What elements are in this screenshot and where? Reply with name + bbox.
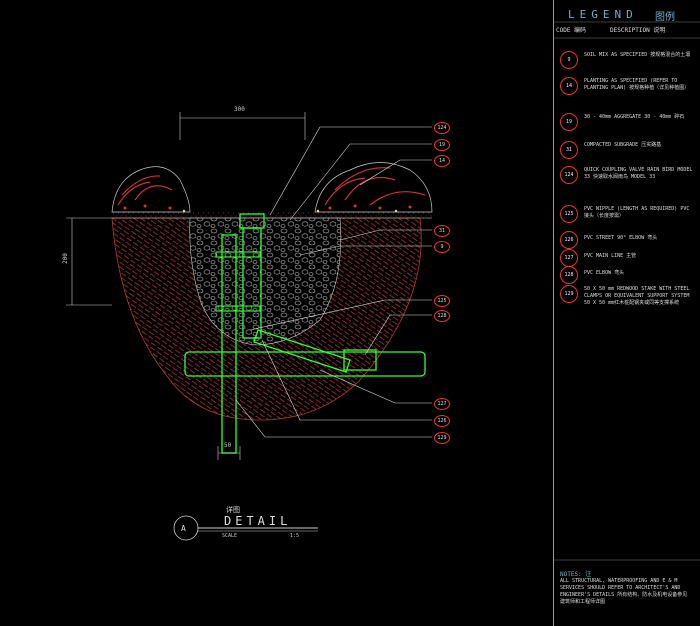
legend-title: LEGEND bbox=[568, 8, 638, 21]
callout-tag: 9 bbox=[434, 241, 450, 253]
legend-code: 9 bbox=[560, 51, 578, 69]
legend-text: 30 - 40mm AGGREGATE 30 - 40mm 碎石 bbox=[584, 114, 685, 120]
legend-code: 31 bbox=[560, 141, 578, 159]
callout-tag: 125 bbox=[434, 295, 450, 307]
legend-text: COMPACTED SUBGRADE 压实路基 bbox=[584, 142, 662, 148]
legend-text: PVC STREET 90° ELBOW 弯头 bbox=[584, 235, 658, 241]
scale-value: 1:5 bbox=[290, 533, 300, 539]
callout-tag: 126 bbox=[434, 415, 450, 427]
legend-text: PVC NIPPLE (LENGTH AS REQUIRED) PVC 接头（长… bbox=[584, 206, 690, 219]
pvc-nipple bbox=[253, 329, 351, 373]
legend-code: 125 bbox=[560, 205, 578, 223]
legend-title-cn: 图例 bbox=[655, 12, 675, 23]
legend-code: 124 bbox=[560, 166, 578, 184]
legend-text: SOIL MIX AS SPECIFIED 按规格混合的土壤 bbox=[584, 52, 691, 58]
notes-title: NOTES: 注 bbox=[560, 571, 592, 578]
callout-tag: 129 bbox=[434, 432, 450, 444]
legend-text: PVC ELBOW 弯头 bbox=[584, 270, 625, 276]
legend-text: PLANTING AS SPECIFIED (REFER TO PLANTING… bbox=[584, 78, 690, 91]
callout-tag: 124 bbox=[434, 122, 450, 134]
legend-code: 127 bbox=[560, 249, 578, 267]
callout-tag: 128 bbox=[434, 310, 450, 322]
detail-letter: A bbox=[181, 524, 186, 533]
detail-letter-circle bbox=[173, 515, 199, 541]
legend-text: PVC MAIN LINE 主管 bbox=[584, 253, 637, 259]
legend-text: QUICK COUPLING VALVE RAIN BIRD MODEL 33 … bbox=[584, 167, 693, 180]
pvc-main-line bbox=[184, 351, 426, 377]
legend-text: 50 X 50 mm REDWOOD STAKE WITH STEEL CLAM… bbox=[584, 286, 690, 306]
dim-depth: 200 bbox=[61, 253, 69, 264]
planting-left bbox=[111, 166, 191, 213]
callout-tag: 14 bbox=[434, 155, 450, 167]
legend-code: 126 bbox=[560, 231, 578, 249]
callout-tag: 127 bbox=[434, 398, 450, 410]
detail-title-cn: 详图 bbox=[226, 506, 240, 514]
pvc-elbow bbox=[343, 349, 377, 371]
legend-header-code: CODE 编码 bbox=[556, 27, 587, 34]
dim-stake: 50 bbox=[224, 442, 232, 449]
dim-width: 300 bbox=[234, 106, 245, 113]
legend-header-desc: DESCRIPTION 说明 bbox=[610, 27, 666, 34]
callout-tag: 19 bbox=[434, 139, 450, 151]
legend-code: 14 bbox=[560, 77, 578, 95]
legend-panel bbox=[553, 0, 700, 626]
legend-code: 129 bbox=[560, 285, 578, 303]
legend-code: 128 bbox=[560, 266, 578, 284]
notes-text: ALL STRUCTURAL, WATERPROOFING AND E & M … bbox=[560, 578, 688, 605]
planting-right bbox=[314, 162, 433, 213]
detail-title: DETAIL bbox=[224, 514, 292, 528]
soil-mix-layer bbox=[112, 212, 432, 220]
callout-tag: 31 bbox=[434, 225, 450, 237]
scale-label: SCALE bbox=[222, 533, 238, 539]
legend-code: 19 bbox=[560, 113, 578, 131]
